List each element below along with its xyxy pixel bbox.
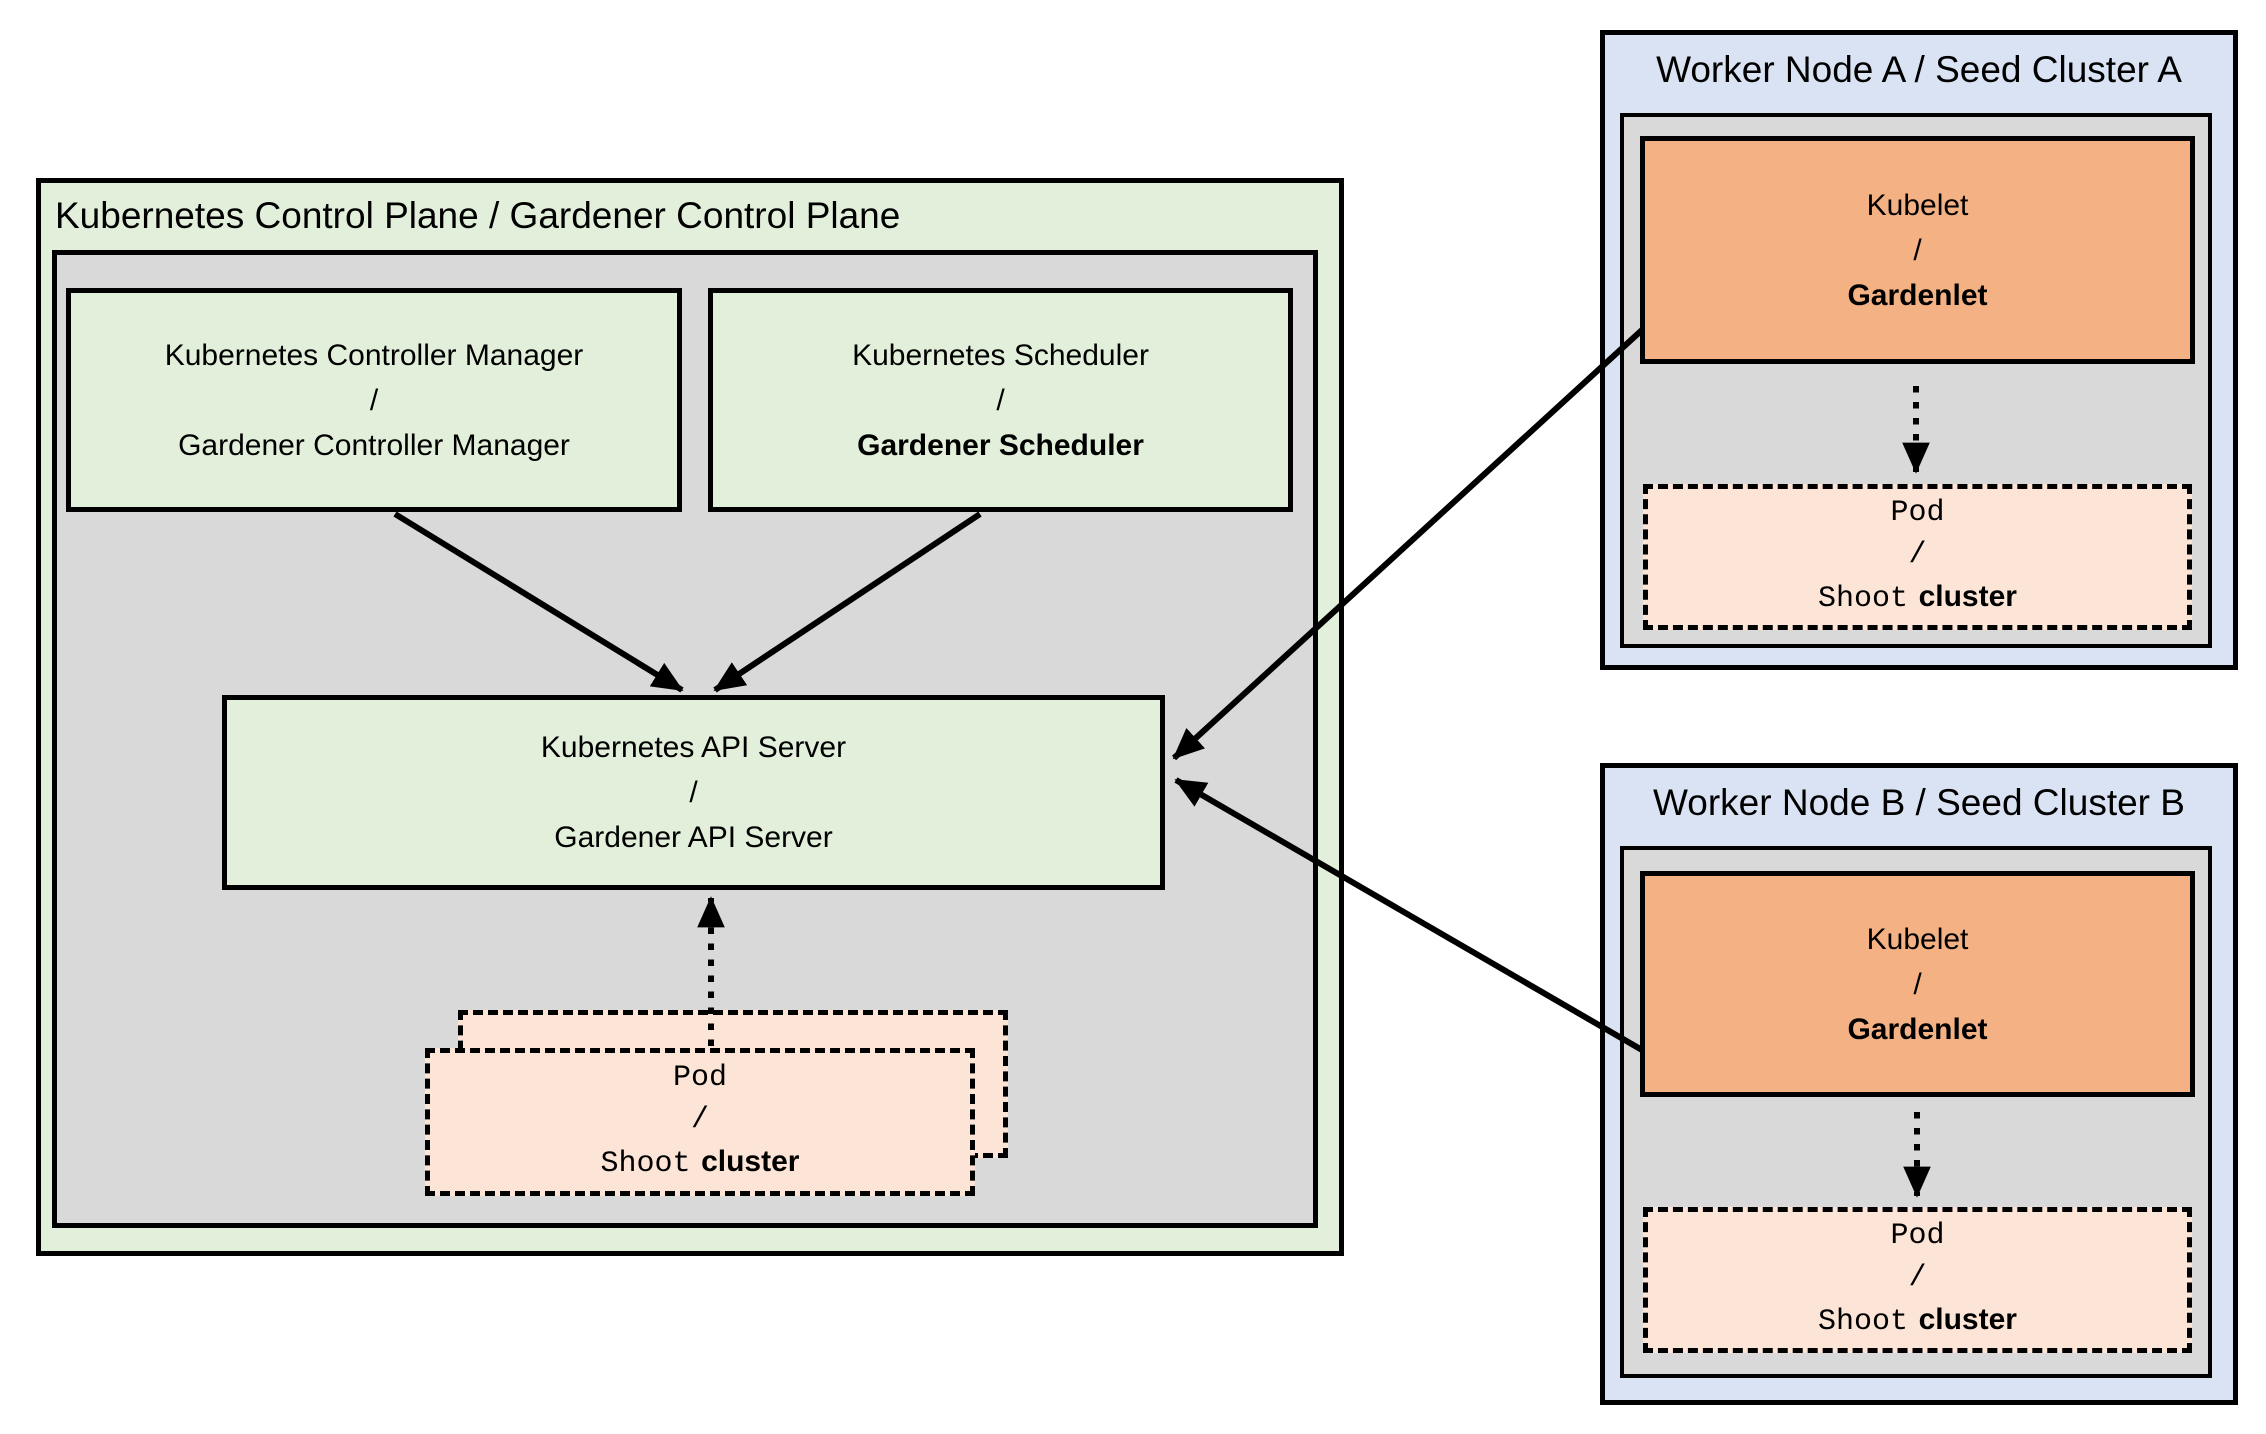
shoot-cluster-label: Shoot cluster [1818,1299,2017,1343]
controller-manager-separator: / [369,383,379,417]
api-server-separator: / [689,776,698,809]
kubelet-label: Kubelet [1866,188,1969,222]
controller-manager-gardener-label: Gardener Controller Manager [178,428,570,462]
worker-node-b-kubelet-box: Kubelet / Gardenlet [1640,871,2195,1097]
pod-separator: / [1908,537,1927,572]
pod-label: Pod [1890,496,1945,531]
gardenlet-label: Gardenlet [1847,1012,1988,1046]
control-plane-pod-box: Pod / Shoot cluster [425,1048,975,1196]
gardenlet-label: Gardenlet [1847,278,1988,312]
controller-manager-kubernetes-label: Kubernetes Controller Manager [164,338,584,372]
kubelet-separator: / [1913,967,1922,1001]
api-server-kubernetes-label: Kubernetes API Server [540,731,847,764]
shoot-label: Shoot [1818,1305,1909,1340]
shoot-label: Shoot [1818,582,1909,617]
pod-separator: / [690,1102,709,1137]
cluster-label: cluster [1918,580,2017,614]
pod-label: Pod [1890,1219,1945,1254]
pod-separator: / [1908,1260,1927,1295]
control-plane-title: Kubernetes Control Plane / Gardener Cont… [55,195,901,236]
shoot-label: Shoot [600,1147,691,1182]
cluster-label: cluster [1918,1303,2017,1337]
controller-manager-box: Kubernetes Controller Manager / Gardener… [66,288,682,512]
pod-label: Pod [672,1061,727,1096]
worker-node-a-title: Worker Node A / Seed Cluster A [1656,49,2182,90]
api-server-box: Kubernetes API Server / Gardener API Ser… [222,695,1165,890]
worker-node-b-pod-box: Pod / Shoot cluster [1643,1207,2192,1353]
worker-node-a-pod-box: Pod / Shoot cluster [1643,484,2192,630]
scheduler-gardener-label: Gardener Scheduler [857,428,1144,462]
kubelet-label: Kubelet [1866,922,1969,956]
cluster-label: cluster [701,1145,800,1179]
shoot-cluster-label: Shoot cluster [1818,576,2017,620]
shoot-cluster-label: Shoot cluster [601,1141,800,1185]
kubelet-separator: / [1913,233,1922,267]
worker-node-a-kubelet-box: Kubelet / Gardenlet [1640,136,2195,364]
worker-node-b-title: Worker Node B / Seed Cluster B [1653,782,2185,823]
scheduler-separator: / [996,383,1005,417]
api-server-gardener-label: Gardener API Server [554,821,833,854]
scheduler-box: Kubernetes Scheduler / Gardener Schedule… [708,288,1293,512]
scheduler-kubernetes-label: Kubernetes Scheduler [852,338,1149,372]
